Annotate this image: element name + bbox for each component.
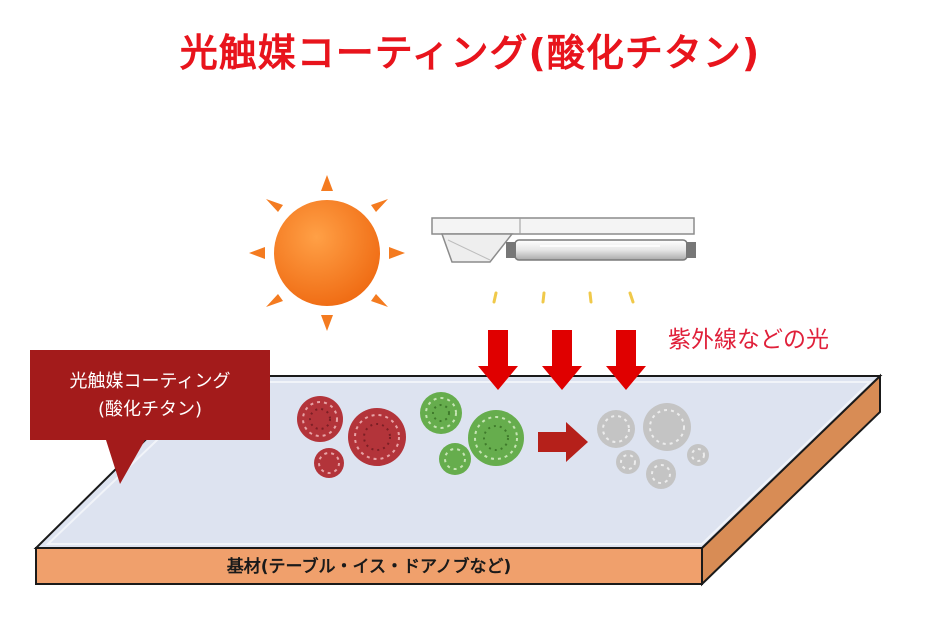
virus-icon [348, 408, 406, 466]
virus-icon [616, 450, 640, 474]
substrate-label: 基材(テーブル・イス・ドアノブなど) [226, 557, 512, 577]
virus-icon [420, 392, 462, 434]
arrow-down-icon [478, 330, 518, 390]
virus-icon [439, 443, 471, 475]
diagram-title: 光触媒コーティング(酸化チタン) [179, 31, 761, 75]
light-rays [492, 291, 635, 304]
uv-light-label: 紫外線などの光 [668, 327, 829, 353]
virus-group-green [420, 392, 524, 475]
virus-icon [646, 459, 676, 489]
virus-icon [297, 396, 343, 442]
virus-group-decomposed [597, 403, 709, 489]
virus-icon [643, 403, 691, 451]
substrate-slab [35, 373, 881, 587]
arrow-right-icon [538, 422, 588, 462]
uv-lamp-icon [431, 217, 696, 263]
virus-icon [597, 410, 635, 448]
virus-group-active [297, 396, 406, 478]
virus-icon [687, 444, 709, 466]
virus-icon [468, 410, 524, 466]
callout-line-1: 光触媒コーティング [69, 371, 231, 392]
virus-icon [314, 448, 344, 478]
arrow-down-icon [542, 330, 582, 390]
arrow-down-icon [606, 330, 646, 390]
callout-text: 光触媒コーティング (酸化チタン) [44, 368, 256, 424]
callout-box [30, 350, 270, 484]
callout-line-2: (酸化チタン) [97, 399, 203, 420]
sun-icon [249, 175, 405, 331]
